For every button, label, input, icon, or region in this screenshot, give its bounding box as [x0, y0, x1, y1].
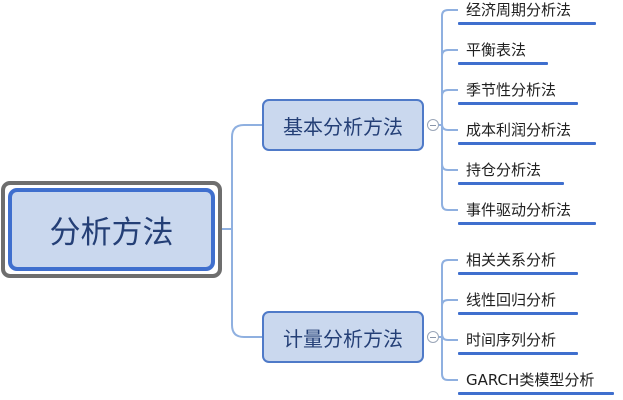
connector-branch-to-leaf — [439, 49, 458, 126]
leaf-node-label: 事件驱动分析法 — [466, 200, 572, 219]
leaf-underline — [458, 62, 548, 65]
collapse-minus-icon[interactable] — [427, 331, 439, 343]
leaf-node[interactable]: GARCH类模型分析 — [444, 364, 604, 394]
branch-node-label: 计量分析方法 — [283, 326, 403, 351]
leaf-node[interactable]: 平衡表法 — [444, 34, 604, 64]
leaf-underline — [458, 142, 596, 145]
leaf-node-label: 成本利润分析法 — [466, 120, 572, 139]
leaf-node[interactable]: 时间序列分析 — [444, 324, 604, 354]
connector-branch-to-leaf — [439, 259, 458, 338]
leaf-underline — [458, 392, 614, 395]
branch-node-basic-analysis[interactable]: 基本分析方法 — [262, 99, 424, 151]
leaf-node[interactable]: 事件驱动分析法 — [444, 194, 604, 224]
leaf-underline — [458, 272, 578, 275]
leaf-underline — [458, 312, 578, 315]
connector-root-to-branch — [222, 124, 262, 230]
leaf-underline — [458, 352, 578, 355]
leaf-node[interactable]: 持仓分析法 — [444, 154, 604, 184]
leaf-underline — [458, 22, 596, 25]
leaf-node-label: 季节性分析法 — [466, 80, 557, 99]
leaf-node[interactable]: 相关关系分析 — [444, 244, 604, 274]
leaf-underline — [458, 182, 564, 185]
connector-branch-to-leaf — [439, 333, 458, 341]
leaf-node[interactable]: 经济周期分析法 — [444, 0, 604, 24]
connector-root-to-branch — [222, 228, 262, 338]
connector-branch-to-leaf — [439, 124, 458, 211]
leaf-node-label: 线性回归分析 — [466, 290, 557, 309]
leaf-node-label: 相关关系分析 — [466, 250, 557, 269]
leaf-node[interactable]: 成本利润分析法 — [444, 114, 604, 144]
connector-branch-to-leaf — [439, 299, 458, 338]
connector-branch-to-leaf — [439, 336, 458, 381]
leaf-underline — [458, 102, 578, 105]
leaf-node-label: 持仓分析法 — [466, 160, 542, 179]
root-node[interactable]: 分析方法 — [8, 188, 215, 271]
leaf-node-label: 平衡表法 — [466, 40, 527, 59]
connector-branch-to-leaf — [439, 89, 458, 126]
connector-branch-to-leaf — [439, 9, 458, 126]
leaf-node[interactable]: 线性回归分析 — [444, 284, 604, 314]
collapse-minus-icon[interactable] — [427, 119, 439, 131]
leaf-node-label: 经济周期分析法 — [466, 0, 572, 19]
leaf-node-label: 时间序列分析 — [466, 330, 557, 349]
branch-node-label: 基本分析方法 — [283, 114, 403, 139]
leaf-underline — [458, 222, 596, 225]
leaf-node-label: GARCH类模型分析 — [466, 370, 595, 389]
leaf-node[interactable]: 季节性分析法 — [444, 74, 604, 104]
branch-node-quantitative-analysis[interactable]: 计量分析方法 — [262, 311, 424, 363]
root-node-label: 分析方法 — [49, 215, 174, 251]
